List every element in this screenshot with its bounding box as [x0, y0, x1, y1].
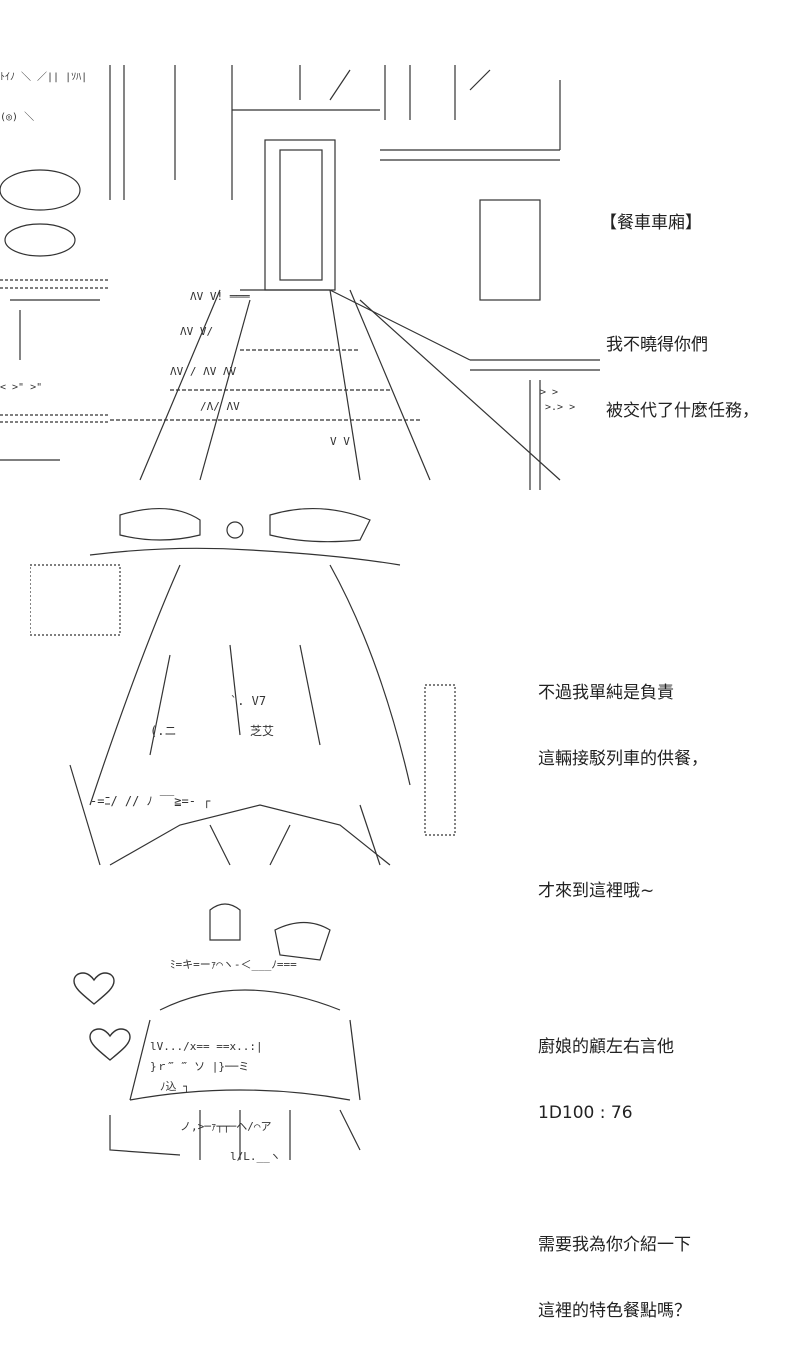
speech-line: 不過我單純是負責 [538, 683, 674, 703]
location-label: 【餐車車廂】 [600, 213, 702, 233]
character-ascii-art: 芝艾 (.ニ `. V7 -=ﾆ/ // ﾉ ‾‾≧=- ┌ [30, 505, 470, 875]
svg-text:ﾉ込 ┐: ﾉ込 ┐ [160, 1080, 190, 1093]
narration-text: 廚娘的顧左右言他 1D100 : 76 需要我為你介紹一下 這裡的特色餐點嗎？ [538, 992, 691, 1366]
svg-text:(.ニ: (.ニ [150, 724, 176, 738]
svg-text:(◎) ＼: (◎) ＼ [0, 111, 34, 123]
svg-text:ΛV V/: ΛV V/ [180, 325, 213, 338]
svg-text:-=ﾆ/ // ﾉ ‾‾≧=- ┌: -=ﾆ/ // ﾉ ‾‾≧=- ┌ [90, 794, 211, 808]
svg-text:ΛV / ΛV ΛV: ΛV / ΛV ΛV [170, 365, 237, 378]
svg-text:> >: > > [540, 387, 558, 398]
heart-icon [88, 1028, 132, 1062]
speech-line: 這輛接駁列車的供餐， [538, 749, 708, 769]
panel-character: 芝艾 (.ニ `. V7 -=ﾆ/ // ﾉ ‾‾≧=- ┌ 不過我單純是負責 … [0, 500, 800, 901]
svg-text:/Λ/ ΛV: /Λ/ ΛV [200, 400, 240, 413]
svg-text:l/L.__ヽ: l/L.__ヽ [230, 1150, 281, 1163]
panel-chibi: ﾐ=キ=ーｧ⌒ヽ-＜___ﾉ=== lV.../x== ==x..:| }ｒ‴ … [0, 880, 800, 1321]
svg-text:ﾐ=キ=ーｧ⌒ヽ-＜___ﾉ===: ﾐ=キ=ーｧ⌒ヽ-＜___ﾉ=== [170, 958, 297, 971]
dice-roll-result: 1D100 : 76 [538, 1103, 633, 1123]
chibi-ascii-art: ﾐ=キ=ーｧ⌒ヽ-＜___ﾉ=== lV.../x== ==x..:| }ｒ‴ … [90, 900, 390, 1170]
svg-text:ΛV V! ═══: ΛV V! ═══ [190, 290, 250, 303]
svg-text:}ｒ‴ ‴ ソ |}──ミ: }ｒ‴ ‴ ソ |}──ミ [150, 1060, 249, 1073]
svg-text:ノ,>─ｧ┬┬─ヘ/⌒ア: ノ,>─ｧ┬┬─ヘ/⌒ア [180, 1120, 271, 1133]
narration-line: 廚娘的顧左右言他 [538, 1037, 674, 1057]
speech-line: 這裡的特色餐點嗎？ [538, 1301, 691, 1321]
panel-dining-car: ΛV V! ═══ ΛV V/ ΛV / ΛV ΛV /Λ/ ΛV V V ﾄｲ… [0, 0, 800, 500]
heart-icon [72, 972, 116, 1006]
svg-text:ﾄｲﾉ ＼ ／|| |ｿﾊ|: ﾄｲﾉ ＼ ／|| |ｿﾊ| [0, 71, 87, 83]
dining-car-ascii-art: ΛV V! ═══ ΛV V/ ΛV / ΛV ΛV /Λ/ ΛV V V ﾄｲ… [0, 60, 600, 490]
speech-text-1: 我不曉得你們 被交代了什麼任務， [606, 290, 759, 466]
speech-line: 需要我為你介紹一下 [538, 1235, 691, 1255]
svg-text:>.> >: >.> > [545, 402, 575, 413]
svg-text:< >" >": < >" >" [0, 382, 42, 393]
speech-line: 被交代了什麼任務， [606, 401, 759, 421]
speech-line: 才來到這裡哦~ [538, 881, 655, 901]
speech-line: 我不曉得你們 [606, 335, 708, 355]
svg-text:V V: V V [330, 435, 350, 448]
svg-text:芝艾: 芝艾 [250, 723, 274, 738]
svg-text:`. V7: `. V7 [230, 694, 266, 708]
svg-text:lV.../x== ==x..:|: lV.../x== ==x..:| [150, 1040, 263, 1053]
speech-text-2: 不過我單純是負責 這輛接駁列車的供餐， 才來到這裡哦~ [538, 638, 708, 946]
